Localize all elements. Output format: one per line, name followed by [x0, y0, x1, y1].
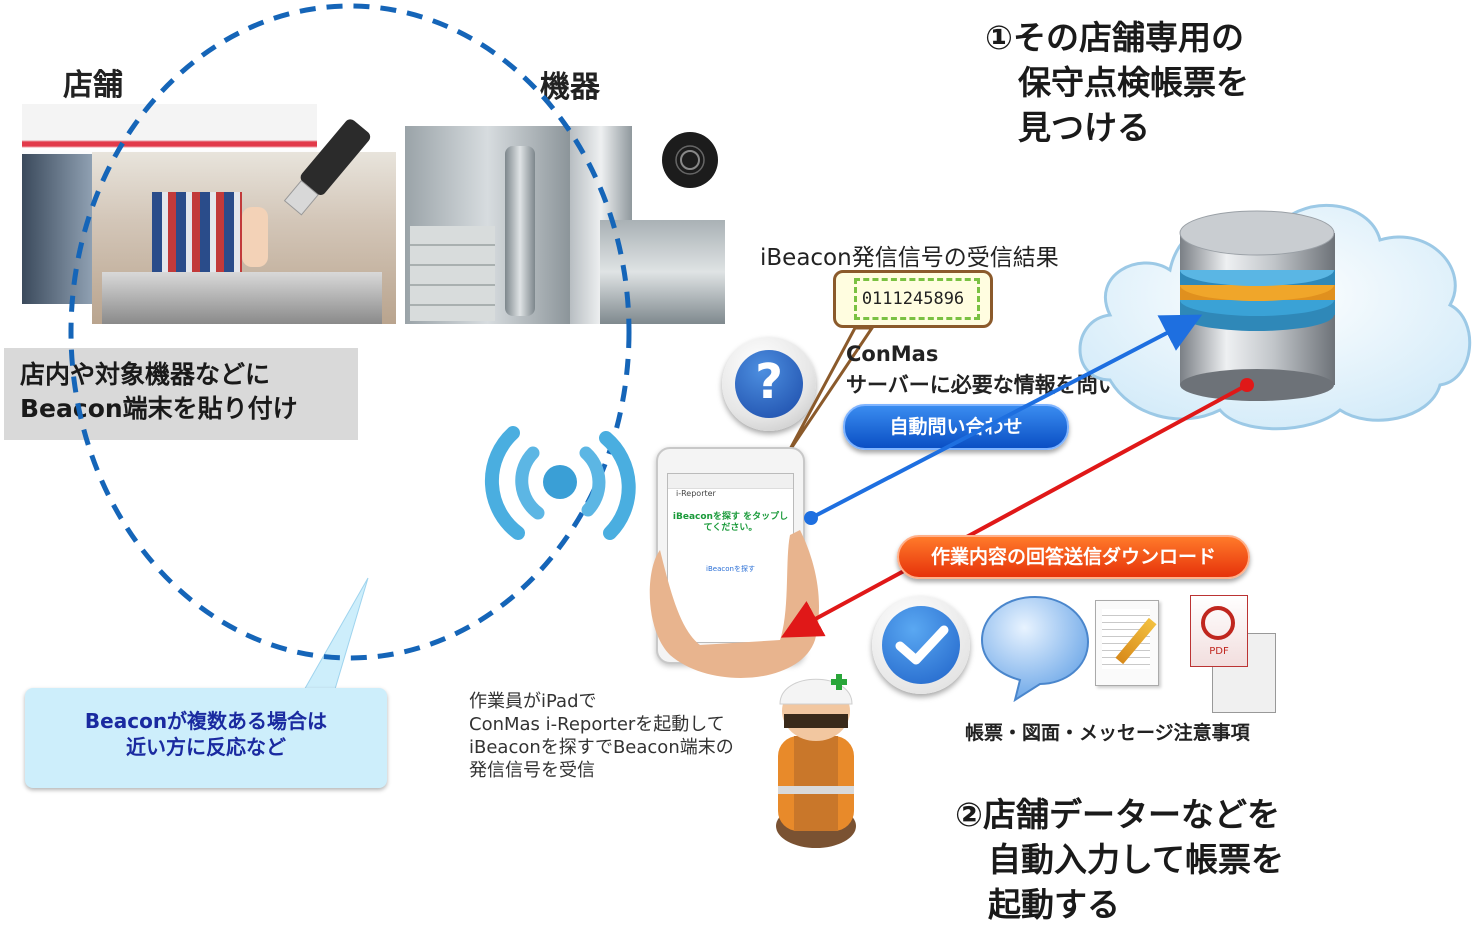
worker-icon: [756, 656, 876, 855]
hand-icon: [649, 530, 820, 678]
equipment-photo-3: [600, 220, 725, 324]
ipad-prompt: iBeaconを探す をタップし てください。: [672, 512, 789, 533]
store-label: 店舗: [63, 68, 123, 103]
equipment-label: 機器: [540, 70, 600, 105]
step1-text: ①その店舗専用の 保守点検帳票を 見つける: [985, 18, 1249, 147]
callout-text: Beaconが複数ある場合は 近い方に反応など: [84, 709, 328, 759]
wireless-signal-icon: [478, 398, 648, 572]
database-icon: [1175, 205, 1340, 409]
callout-box: Beaconが複数ある場合は 近い方に反応など: [25, 688, 387, 788]
conmas-label: ConMas: [846, 342, 939, 366]
forms-caption: 帳票・図面・メッセージ注意事項: [965, 722, 1250, 744]
beacon-tag-icon: [660, 130, 720, 194]
store-interior-photo: [92, 152, 396, 324]
speech-bubble-frame: [786, 326, 875, 454]
pdf-file-icon: PDF: [1190, 595, 1282, 715]
received-title: iBeacon発信信号の受信結果: [760, 245, 1059, 271]
download-button: 作業内容の回答送信ダウンロード: [897, 535, 1250, 579]
tablet-icon: i-Reporter iBeaconを探す をタップし てください。 iBeac…: [656, 447, 805, 664]
pdf-label: PDF: [1209, 646, 1229, 657]
document-pencil-icon: [1095, 600, 1159, 686]
attach-note-text: 店内や対象機器などに Beacon端末を貼り付け: [20, 360, 298, 423]
signal-box: 0111245896: [833, 270, 993, 328]
check-icon: [872, 596, 970, 694]
attach-note: 店内や対象機器などに Beacon端末を貼り付け: [4, 348, 358, 440]
download-label: 作業内容の回答送信ダウンロード: [930, 546, 1216, 568]
question-mark: ?: [755, 354, 783, 410]
auto-query-label: 自動問い合わせ: [889, 416, 1023, 438]
step2-text: ②店舗データーなどを 自動入力して帳票を 起動する: [955, 795, 1285, 924]
usb-beacon-icon: [275, 108, 375, 232]
speech-bubble-icon: [980, 592, 1090, 706]
ipad-search-link[interactable]: iBeaconを探す: [706, 565, 755, 573]
worker-note: 作業員がiPadで ConMas i-Reporterを起動して iBeacon…: [469, 691, 734, 781]
equipment-photo: [405, 126, 570, 324]
question-icon: ?: [722, 337, 816, 431]
signal-id: 0111245896: [861, 289, 965, 309]
ipad-app-name: i-Reporter: [676, 489, 716, 498]
